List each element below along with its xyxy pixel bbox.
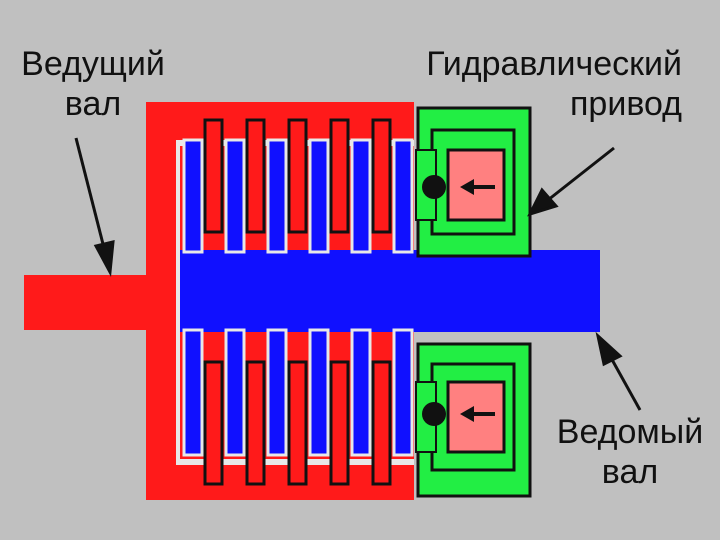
driven-shaft-label-line1: Ведомый: [556, 413, 704, 451]
actuator-leader: [547, 146, 615, 202]
hydraulic-actuator-label-line2: привод: [570, 85, 682, 123]
driven-plate: [224, 328, 246, 457]
driven-plate: [392, 138, 414, 254]
hydraulic-actuator-label: Гидравлический привод: [382, 44, 682, 124]
drive-plate: [203, 360, 224, 486]
hydraulic-actuator-lower: [415, 342, 532, 498]
drive-plate: [329, 360, 350, 486]
driven-plate: [350, 328, 372, 457]
driven-plates-lower: [182, 328, 414, 457]
drive-plate: [371, 118, 392, 234]
drive-shaft-label-line2: вал: [64, 85, 122, 123]
drive-plate: [371, 360, 392, 486]
drive-plate: [245, 360, 266, 486]
leader-arrows: [74, 137, 642, 411]
driven-shaft-leader: [608, 355, 642, 411]
force-arrow-icon: [460, 406, 474, 422]
driven-plate: [266, 328, 288, 457]
drive-plate: [245, 118, 266, 234]
bearing-ball: [422, 175, 446, 199]
driven-plate: [308, 328, 330, 457]
drive-shaft-leader: [74, 137, 106, 249]
driven-plate: [392, 328, 414, 457]
drive-shaft: [24, 275, 154, 330]
drive-plate: [287, 118, 308, 234]
driven-plate: [182, 138, 204, 254]
drive-plates-lower: [203, 360, 392, 486]
drive-shaft-arrowhead-icon: [93, 240, 115, 278]
driven-shaft-arrowhead-icon: [595, 331, 623, 367]
driven-shaft-label-line2: вал: [601, 453, 659, 491]
driven-plate: [182, 328, 204, 457]
drive-plate: [329, 118, 350, 234]
piston: [446, 380, 506, 454]
actuator-arrowhead-icon: [527, 187, 559, 217]
driven-plates-upper: [182, 138, 414, 254]
driven-plate: [350, 138, 372, 254]
driven-shaft-label: Ведомый вал: [540, 412, 720, 492]
hydraulic-actuator-upper: [415, 106, 532, 258]
driven-plate: [224, 138, 246, 254]
hydraulic-actuator-label-line1: Гидравлический: [426, 45, 682, 83]
driven-plate: [266, 138, 288, 254]
drive-shaft-label: Ведущий вал: [8, 44, 178, 124]
bearing-ball: [422, 402, 446, 426]
driven-shaft: [180, 250, 600, 332]
drive-plate: [203, 118, 224, 234]
drive-plate: [287, 360, 308, 486]
driven-assembly: [180, 250, 600, 332]
driven-plate: [308, 138, 330, 254]
drive-plates-upper: [203, 118, 392, 234]
force-arrow-icon: [460, 179, 474, 195]
drive-shaft-label-line1: Ведущий: [21, 45, 165, 83]
